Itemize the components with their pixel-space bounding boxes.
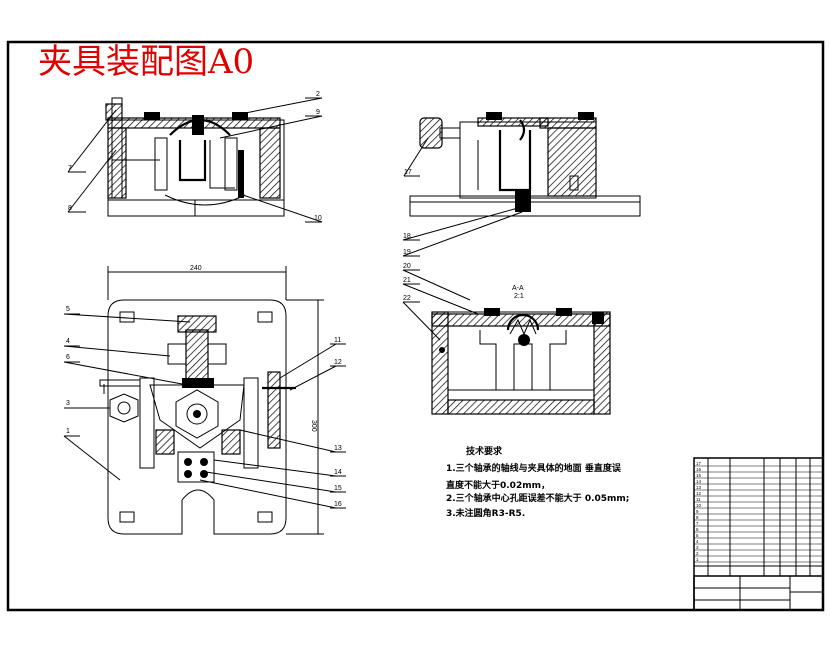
parts-list-row-number: 8 (696, 515, 699, 520)
parts-list-row-number: 1 (696, 557, 699, 562)
plan-dimensions: 240 300 (107, 265, 324, 535)
parts-list-row-number: 11 (696, 497, 701, 502)
callout-21: 21 (403, 277, 411, 284)
callout-3: 3 (66, 400, 70, 407)
callout-6: 6 (66, 354, 70, 361)
callout-15: 15 (334, 485, 342, 492)
tech-req-heading: 技术要求 (466, 445, 503, 457)
callout-17: 17 (404, 169, 412, 176)
callout-18: 18 (403, 233, 411, 240)
section-label: A-A (512, 285, 524, 292)
callout-1: 1 (66, 428, 70, 435)
parts-list-row-number: 2 (696, 551, 699, 556)
front-view (105, 97, 285, 217)
parts-list-row-number: 14 (696, 479, 702, 484)
tech-req-line-3: 2.三个轴承中心孔距误差不能大于 0.05mm; (446, 492, 629, 504)
parts-list-row-number: 5 (696, 533, 699, 538)
front-view-callouts: 7 8 9 2 10 (67, 91, 323, 223)
side-view-callouts: 17 18 19 20 21 22 (402, 137, 523, 341)
callout-11: 11 (334, 337, 341, 344)
dimension-width: 240 (190, 265, 202, 272)
callout-4: 4 (66, 338, 70, 345)
callout-10: 10 (314, 215, 322, 222)
parts-list-row-number: 13 (696, 485, 702, 490)
parts-list-row-number: 6 (696, 527, 699, 532)
parts-list-row-number: 7 (696, 521, 699, 526)
callout-12: 12 (334, 359, 342, 366)
tech-req-line-1: 1.三个轴承的轴线与夹具体的地面 垂直度误 (446, 462, 622, 474)
callout-14: 14 (334, 469, 342, 476)
parts-list-row-number: 9 (696, 509, 699, 514)
callout-7: 7 (68, 165, 72, 172)
callout-2: 2 (316, 91, 320, 98)
callout-9: 9 (316, 109, 320, 116)
plan-view-callouts: 5 4 6 3 1 11 12 13 14 15 16 (63, 306, 346, 509)
callout-13: 13 (334, 445, 342, 452)
tech-req-line-2: 直度不能大于0.02mm， (446, 479, 550, 491)
callout-20: 20 (403, 263, 411, 270)
dimension-height: 300 (310, 420, 317, 432)
drawing-border (6, 40, 825, 612)
callout-8: 8 (68, 205, 72, 212)
drawing-title: 夹具装配图A0 (38, 42, 254, 82)
parts-list-row-number: 10 (696, 503, 702, 508)
callout-5: 5 (66, 306, 70, 313)
section-view (431, 308, 611, 415)
callout-19: 19 (403, 249, 411, 256)
parts-list-row-number: 12 (696, 491, 702, 496)
parts-list-row-number: 15 (696, 473, 702, 478)
technical-requirements: 技术要求 1.三个轴承的轴线与夹具体的地面 垂直度误 直度不能大于0.02mm，… (446, 445, 629, 519)
side-view (409, 112, 641, 217)
parts-list-row-number: 17 (696, 461, 702, 466)
callout-22: 22 (403, 295, 411, 302)
parts-list-row-number: 16 (696, 467, 702, 472)
parts-list-row-number: 4 (696, 539, 699, 544)
callout-16: 16 (334, 501, 342, 508)
parts-list-row-number: 3 (696, 545, 699, 550)
tech-req-line-4: 3.未注圆角R3-R5. (446, 507, 525, 519)
section-scale: 2:1 (514, 293, 524, 300)
plan-view (99, 299, 296, 535)
